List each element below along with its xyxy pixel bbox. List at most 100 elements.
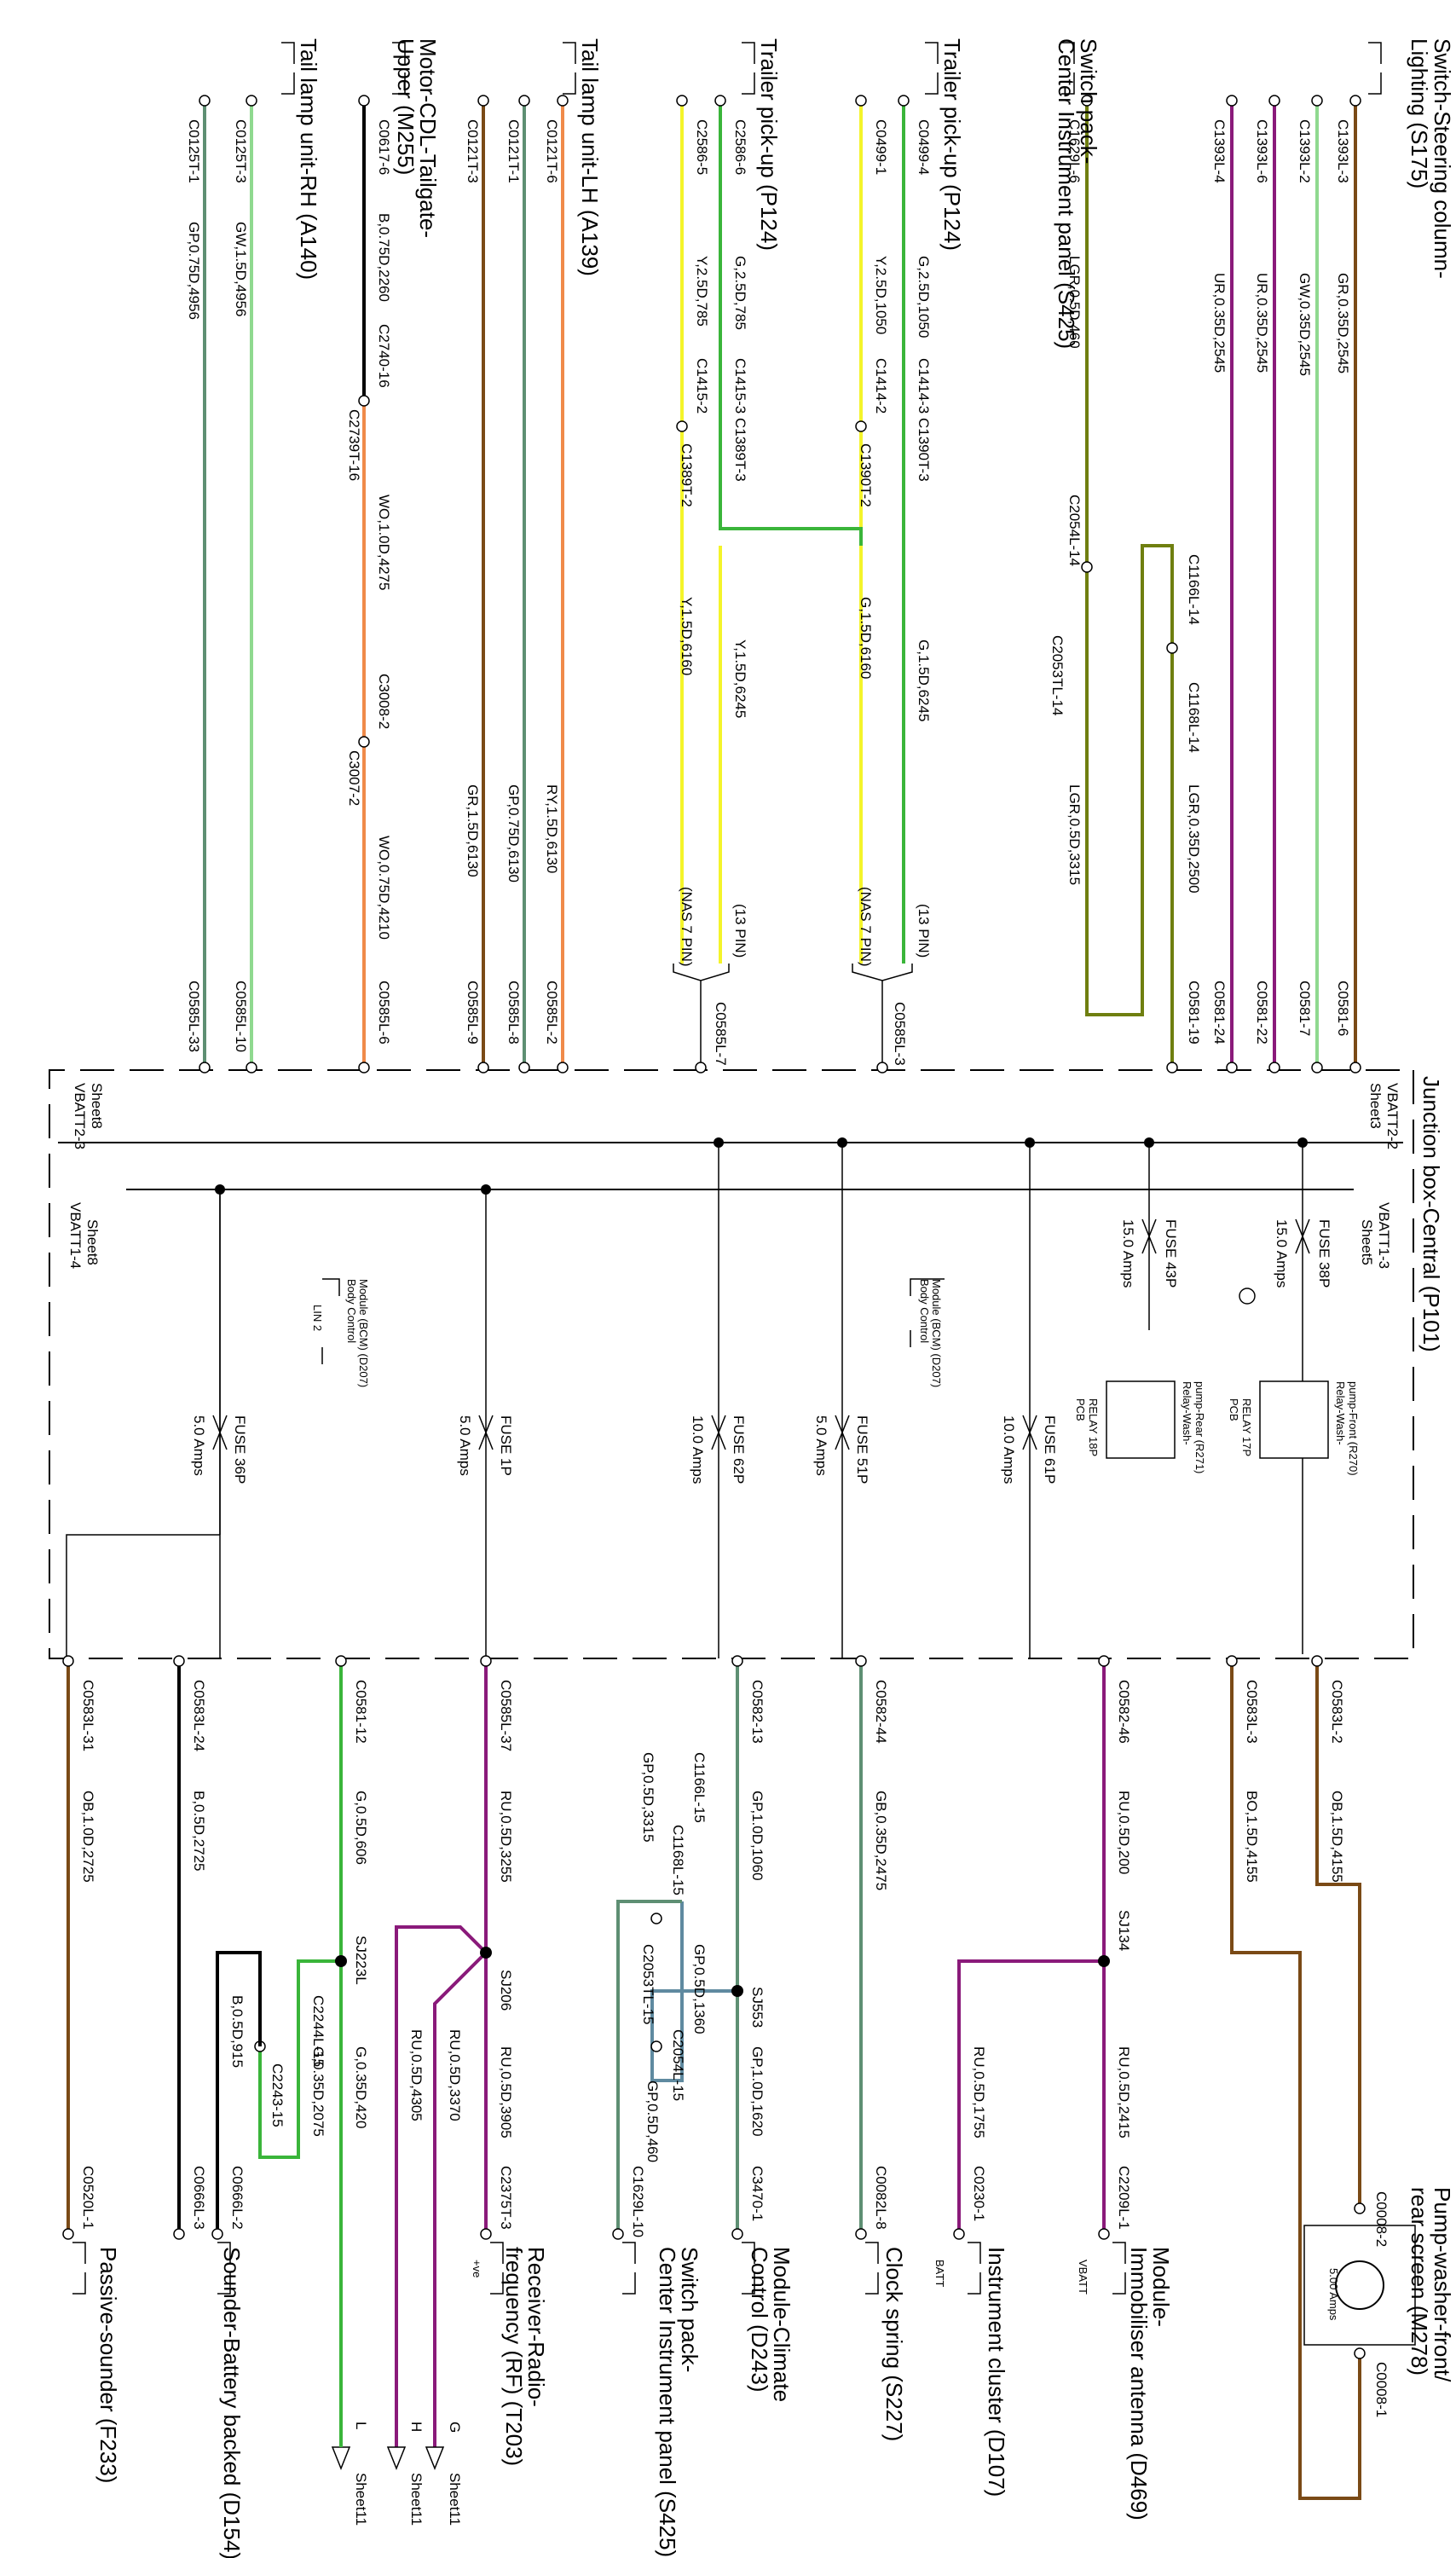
svg-text:5.0 Amps: 5.0 Amps	[191, 1415, 207, 1476]
label: C0583L-3	[1244, 1680, 1260, 1744]
vbatt1-top-label: VBATT1-3	[1376, 1202, 1392, 1269]
label: Sheet11	[447, 2473, 463, 2526]
label: Sheet11	[408, 2473, 425, 2526]
label: LGR,0.5D,3315	[1066, 784, 1083, 885]
climate-title2: Control (D243)	[747, 2247, 772, 2393]
wire-G2075	[258, 1959, 341, 2159]
label: WO,1.0D,4275	[376, 495, 392, 590]
clock-spring-title: Clock spring (S227)	[881, 2247, 907, 2441]
label: (NAS 7 PIN)	[858, 887, 874, 967]
connector-pin	[1268, 1062, 1280, 1074]
connector-pin	[676, 420, 688, 432]
label: C0082L-8	[873, 2166, 889, 2230]
connector-pin	[1268, 95, 1280, 107]
connector-pin	[62, 2228, 74, 2240]
connector-pin	[557, 95, 569, 107]
svg-text:RELAY 18P: RELAY 18P	[1087, 1398, 1100, 1456]
label: C0582-46	[1116, 1680, 1132, 1744]
svg-text:FUSE 51P: FUSE 51P	[854, 1415, 870, 1484]
label: C3008-2	[376, 674, 392, 729]
label: C0125T-1	[186, 119, 202, 183]
label: RU,0.5D,200	[1116, 1791, 1132, 1874]
label: C1168L-15	[670, 1825, 686, 1895]
label: RU,0.5D,3370	[447, 2029, 463, 2121]
label: RU,0.5D,4305	[408, 2029, 425, 2121]
label: GW,1.5D,4956	[233, 222, 249, 317]
connector-pin	[173, 2228, 185, 2240]
connector-pin	[173, 1655, 185, 1667]
connector-pin	[1081, 95, 1093, 107]
connector-pin	[612, 2228, 624, 2240]
label: L	[353, 2422, 369, 2429]
connector-pin	[480, 1655, 492, 1667]
label: C1629L-6	[1066, 119, 1083, 183]
wire-C2586-6	[719, 101, 863, 546]
connector-pin	[876, 1062, 888, 1074]
wire-GP460	[616, 1900, 682, 2234]
trailer-pickup-2-title: Trailer pick-up (P124)	[756, 38, 782, 251]
wire-C1629L-6	[1085, 101, 1174, 1016]
pump-washer-box	[1303, 2225, 1416, 2346]
label: RU,0.5D,1755	[971, 2046, 987, 2138]
sheet-ref-arrow-icon[interactable]	[331, 2446, 351, 2471]
label: Y,1.5D,6245	[732, 640, 748, 718]
connector-pin	[1166, 642, 1178, 654]
sounder-battery-title: Sounder-Battery backed (D154)	[219, 2247, 245, 2558]
label: C1393L-6	[1254, 119, 1270, 183]
connector-pin	[358, 736, 370, 748]
label: C1166L-14	[1186, 554, 1202, 625]
wire-RU3370	[433, 1951, 488, 2447]
connector-pin	[199, 95, 211, 107]
trailer-pickup-1-bracket	[925, 42, 939, 95]
label: C2054L-14	[1066, 495, 1083, 566]
label: C2244L-15	[310, 1995, 326, 2067]
label: H	[408, 2422, 425, 2432]
label: C0008-2	[1373, 2191, 1390, 2247]
label: SJ134	[1116, 1910, 1132, 1951]
label: C0585L-6	[376, 981, 392, 1045]
label: UR,0.35D,2545	[1211, 273, 1228, 373]
connector-pin	[246, 95, 257, 107]
connector-pin	[855, 2228, 867, 2240]
cluster-title: Instrument cluster (D107)	[984, 2247, 1009, 2497]
cluster-bracket	[968, 2242, 981, 2295]
switch-pack-bracket	[1061, 42, 1075, 95]
junction-box-frame	[49, 1069, 1414, 1659]
label: GP,0.75D,4956	[186, 222, 202, 320]
svg-text:Relay-Wash-: Relay-Wash-	[1181, 1381, 1193, 1445]
sheet-ref-arrow-icon[interactable]	[425, 2446, 445, 2471]
connector-pin	[211, 2228, 223, 2240]
label: (13 PIN)	[732, 904, 748, 958]
label: G,2.5D,1050	[916, 256, 932, 338]
label: C0585L-8	[506, 981, 522, 1045]
label: RU,0.5D,2415	[1116, 2046, 1132, 2138]
label: C0585L-7	[713, 1002, 729, 1066]
label: OB,1.0D,2725	[80, 1791, 96, 1883]
pump-washer-title: Pump-washer-front/	[1430, 2187, 1455, 2382]
connector-pin	[650, 1913, 662, 1924]
switch-pack-bottom-bracket	[622, 2242, 636, 2295]
sheet-ref-arrow-icon[interactable]	[386, 2446, 407, 2471]
label: C0583L-2	[1329, 1680, 1345, 1744]
fuse-1p: FUSE 1P 5.0 Amps	[457, 1184, 514, 1658]
motor-cdl-bracket	[392, 42, 406, 95]
label: C0582-44	[873, 1680, 889, 1744]
connector-pin	[62, 1655, 74, 1667]
label: C0125T-3	[233, 119, 249, 183]
svg-text:FUSE 38P: FUSE 38P	[1316, 1219, 1332, 1288]
label: VBATT	[1077, 2260, 1089, 2295]
svg-text:FUSE 43P: FUSE 43P	[1163, 1219, 1179, 1288]
label: C2586-5	[694, 119, 710, 175]
label: G,0.5D,606	[353, 1791, 369, 1865]
connector-pin	[1226, 1655, 1238, 1667]
label: C0121T-6	[544, 119, 560, 183]
label: B,0.5D,915	[229, 1995, 246, 2068]
label: C0581-7	[1297, 981, 1313, 1036]
trailer-pickup-2-bracket	[742, 42, 755, 95]
label: (13 PIN)	[916, 904, 932, 958]
connector-pin	[898, 95, 910, 107]
label: C0499-1	[873, 119, 889, 175]
connector-pin	[358, 95, 370, 107]
